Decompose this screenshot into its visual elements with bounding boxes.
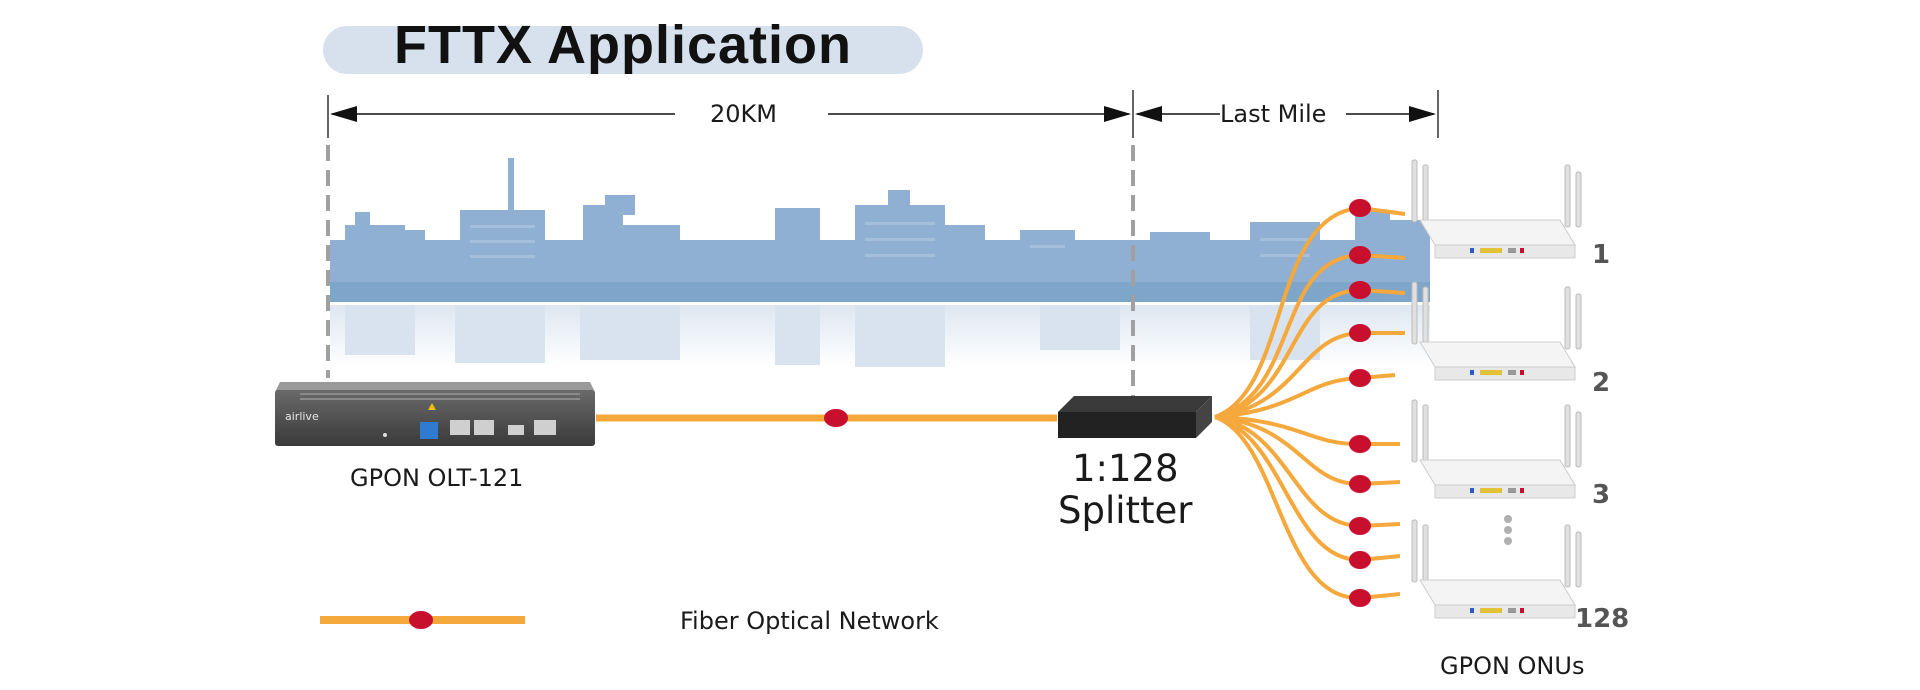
olt-label: GPON OLT-121	[350, 464, 524, 492]
olt-device: airlive	[275, 382, 595, 446]
legend-fiber-symbol	[320, 611, 525, 629]
ellipsis-dots	[1504, 515, 1512, 545]
city-skyline	[330, 158, 1430, 367]
skyline-reflection	[330, 305, 1430, 367]
onu-router-3	[1411, 399, 1582, 499]
title-background	[323, 26, 923, 74]
onu-number-2: 2	[1592, 368, 1611, 398]
onu-router-1	[1411, 159, 1582, 259]
arrow-last-mile	[1135, 106, 1436, 122]
onu-router-128	[1411, 519, 1582, 619]
splitter-device	[1058, 396, 1212, 438]
onu-number-1: 1	[1592, 240, 1611, 270]
trunk-fiber-node	[824, 409, 848, 427]
onu-number-3: 3	[1592, 480, 1611, 510]
onu-router-2	[1411, 281, 1582, 381]
legend-label: Fiber Optical Network	[680, 607, 939, 635]
onu-number-128: 128	[1575, 604, 1630, 634]
distance-last-mile-label: Last Mile	[1220, 100, 1327, 128]
page-title: FTTX Application	[394, 15, 852, 75]
olt-brand-logo: airlive	[285, 410, 319, 423]
arrow-20km	[330, 106, 1131, 122]
splitter-ratio: 1:128	[1071, 447, 1179, 490]
splitter-label: 1:128 Splitter	[1058, 448, 1193, 532]
distribution-nodes	[1349, 199, 1371, 607]
distance-guides	[326, 90, 1439, 398]
splitter-name: Splitter	[1058, 489, 1193, 532]
distance-20km-label: 20KM	[710, 100, 777, 128]
onus-label: GPON ONUs	[1440, 652, 1585, 680]
